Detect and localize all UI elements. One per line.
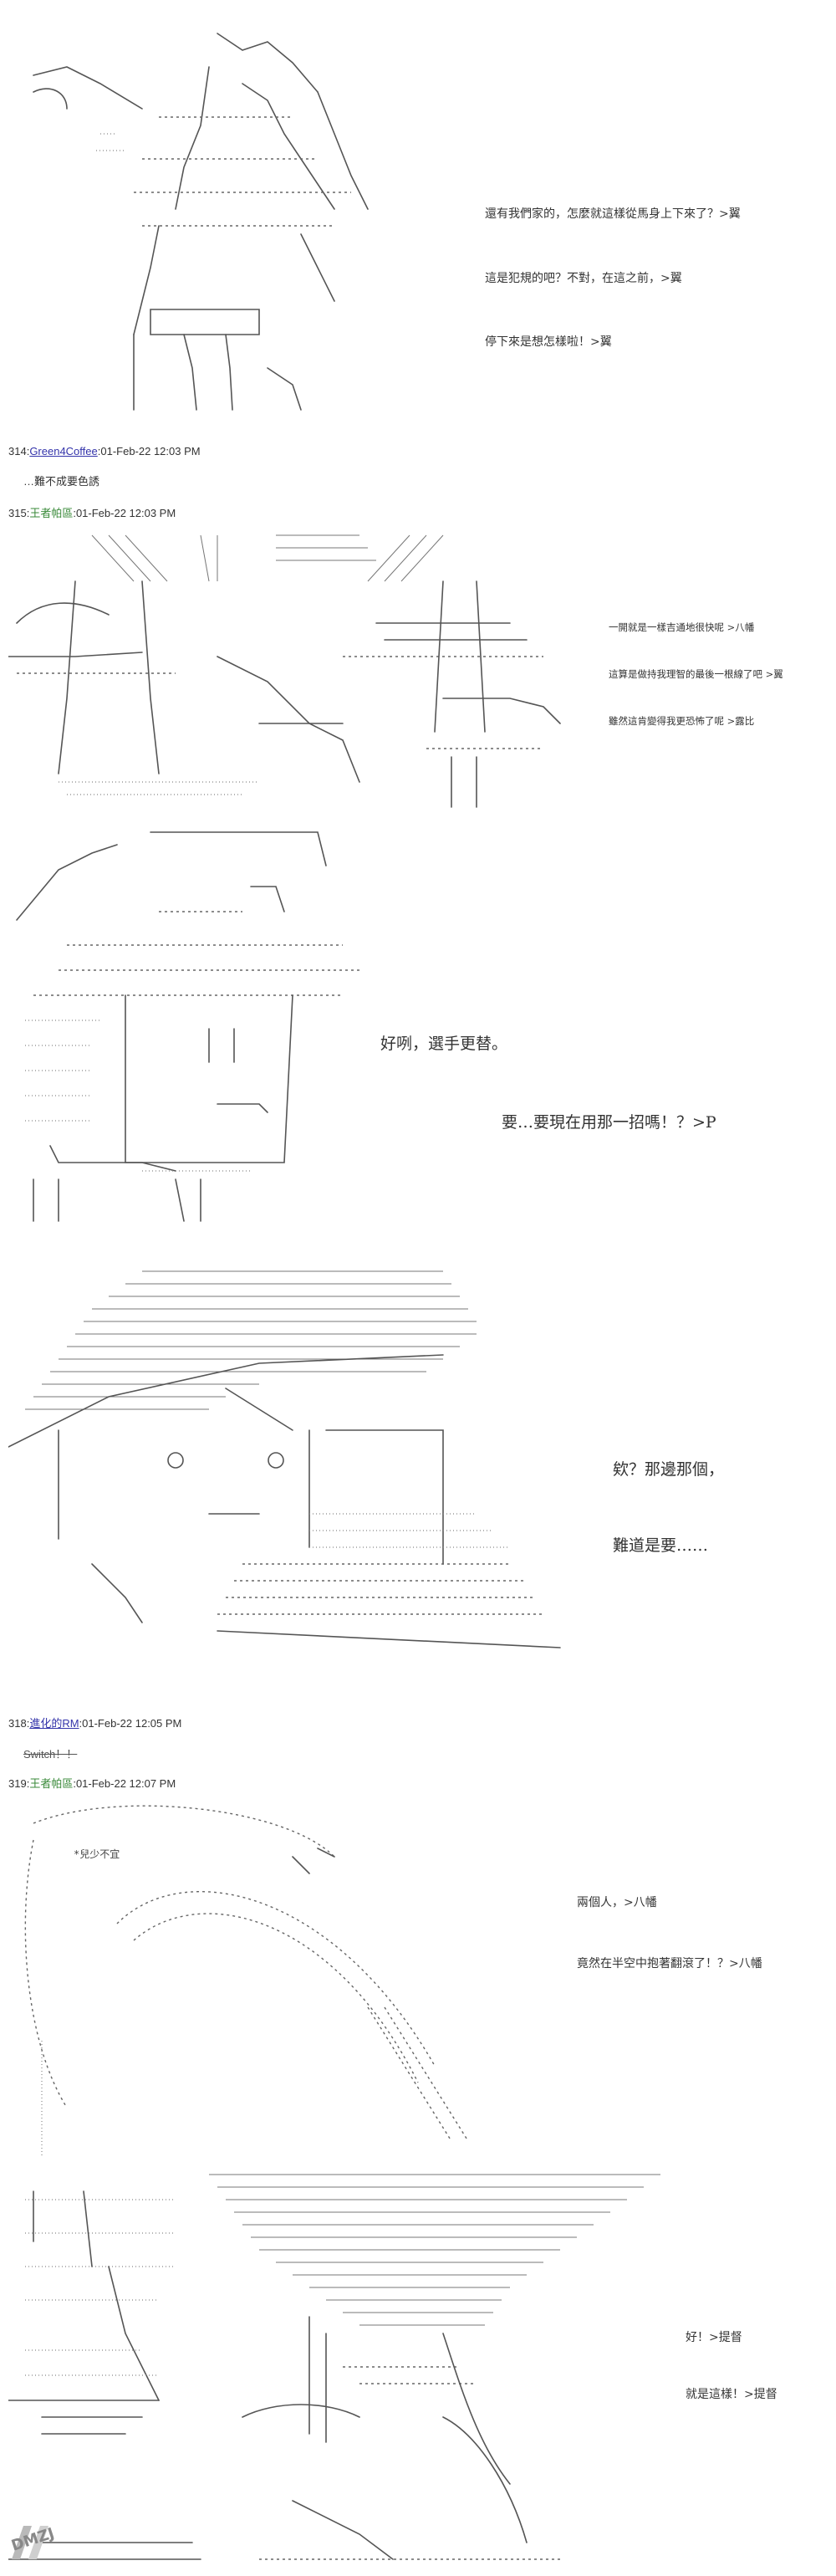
- post-header-318: 318:進化的RM:01-Feb-22 12:05 PM: [8, 1715, 181, 1730]
- panel-6: 好！>提督 就是這樣！>提督: [0, 2166, 836, 2576]
- panel-6-line-2: 就是這樣！>提督: [686, 2388, 777, 2401]
- ascii-art-falling-figures: [8, 2166, 660, 2568]
- post-header-319: 319:王者帕區:01-Feb-22 12:07 PM: [8, 1775, 176, 1791]
- panel-1-line-2: 這是犯規的吧？不對，在這之前，>翼: [485, 272, 682, 285]
- ascii-art-bag-head: [8, 828, 359, 1229]
- post-date: :01-Feb-22 12:03 PM: [73, 507, 176, 519]
- panel-1-line-1: 還有我們家的，怎麼就這樣從馬身上下來了？>翼: [485, 207, 741, 221]
- post-number: 315:: [8, 507, 30, 519]
- panel-4-line-1: 欸？那邊那個，: [613, 1460, 725, 1479]
- poster-name: 王者帕區: [29, 507, 74, 519]
- poster-name-link[interactable]: Green4Coffee: [29, 445, 98, 457]
- ascii-art-two-characters: [8, 531, 577, 815]
- ascii-art-figure-dismount: [17, 17, 401, 418]
- panel-3-line-2: 要…要現在用那一招嗎！？>P: [502, 1113, 716, 1132]
- panel-6-line-1: 好！>提督: [686, 2331, 742, 2344]
- dmzj-watermark-logo: DMZJ: [7, 2517, 74, 2568]
- panel-5: *兒少不宜 兩個人，>八幡 竟然在半空中抱著翻滾了！？>八幡: [0, 1790, 836, 2175]
- panel-2-line-1: 一開就是一樣吉通地很快呢 >八幡: [609, 621, 755, 633]
- panel-3: 好咧，選手更替。 要…要現在用那一招嗎！？>P: [0, 828, 836, 1246]
- post-body-314: …難不成要色誘: [23, 475, 100, 488]
- panel-2: 一開就是一樣吉通地很快呢 >八幡 這算是做持我理智的最後一根線了吧 >翼 雖然這…: [0, 527, 836, 828]
- panel-3-line-1: 好咧，選手更替。: [380, 1035, 508, 1053]
- panel-5-line-1: 兩個人，>八幡: [577, 1896, 657, 1909]
- post-date: :01-Feb-22 12:05 PM: [79, 1717, 182, 1730]
- panel-5-note: *兒少不宜: [74, 1848, 120, 1860]
- post-number: 319:: [8, 1777, 30, 1790]
- post-body-318: Switch！！: [23, 1748, 78, 1761]
- post-date: :01-Feb-22 12:07 PM: [73, 1777, 176, 1790]
- panel-4-line-2: 難道是要……: [613, 1536, 709, 1555]
- post-number: 318:: [8, 1717, 30, 1730]
- panel-1-line-3: 停下來是想怎樣啦！>翼: [485, 335, 612, 349]
- panel-4: 欸？那邊那個， 難道是要……: [0, 1246, 836, 1689]
- post-number: 314:: [8, 445, 30, 457]
- ascii-art-flying-arc: [17, 1790, 485, 2166]
- panel-2-line-2: 這算是做持我理智的最後一根線了吧 >翼: [609, 668, 783, 680]
- post-header-315: 315:王者帕區:01-Feb-22 12:03 PM: [8, 504, 176, 520]
- poster-name-link[interactable]: 進化的RM: [29, 1717, 79, 1730]
- post-date: :01-Feb-22 12:03 PM: [97, 445, 201, 457]
- panel-5-line-2: 竟然在半空中抱著翻滾了！？>八幡: [577, 1957, 762, 1970]
- panel-2-line-3: 雖然這肯變得我更恐怖了呢 >露比: [609, 715, 755, 727]
- post-header-314: 314:Green4Coffee:01-Feb-22 12:03 PM: [8, 445, 201, 457]
- poster-name: 王者帕區: [29, 1777, 74, 1790]
- panel-1: 還有我們家的，怎麼就這樣從馬身上下來了？>翼 這是犯規的吧？不對，在這之前，>翼…: [0, 0, 836, 435]
- ascii-art-hat-character: [8, 1263, 577, 1681]
